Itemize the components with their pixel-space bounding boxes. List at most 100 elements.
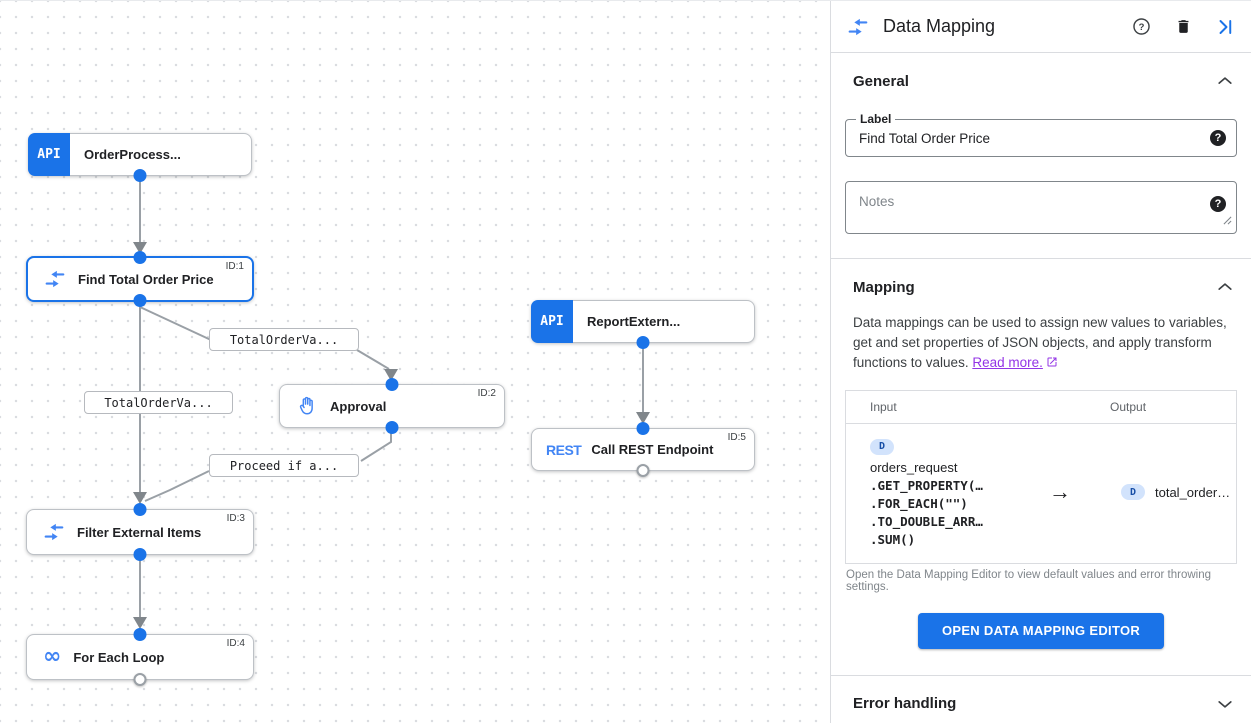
general-section-toggle[interactable]: General: [845, 53, 1237, 105]
open-data-mapping-editor-button[interactable]: OPEN DATA MAPPING EDITOR: [917, 612, 1165, 649]
transform-function: .TO_DOUBLE_ARR…: [870, 513, 983, 529]
label-field-label: Label: [856, 112, 896, 126]
node-label: Filter External Items: [77, 524, 202, 540]
input-column-header: Input: [870, 400, 897, 414]
node-label: For Each Loop: [73, 649, 165, 665]
approval-hand-icon: [296, 395, 318, 417]
section-general: General Label ? ?: [831, 53, 1251, 258]
node-approval[interactable]: Approval ID:2: [279, 378, 505, 434]
arrowhead-icon: [133, 617, 147, 629]
edge-line: [139, 306, 212, 341]
connection-dot[interactable]: [636, 336, 650, 349]
output-variable-name: total_order…: [1155, 484, 1231, 500]
section-title: Error handling: [853, 695, 957, 712]
node-id-label: ID:5: [727, 432, 746, 443]
notes-field-wrapper: ?: [845, 181, 1237, 234]
node-label: Approval: [330, 398, 387, 414]
node-order-process[interactable]: API OrderProcess...: [28, 133, 252, 182]
help-icon[interactable]: ?: [1131, 17, 1151, 37]
connection-dot[interactable]: [133, 548, 147, 561]
output-column-header: Output: [1110, 400, 1147, 414]
help-filled-icon[interactable]: ?: [1210, 130, 1226, 146]
connection-dot[interactable]: [133, 294, 147, 307]
flow-edges: [133, 178, 650, 629]
divider: [831, 674, 1251, 676]
node-find-total-order-price[interactable]: Find Total Order Price ID:1: [26, 251, 254, 307]
loop-infinity-icon: ∞: [43, 644, 62, 669]
section-title: Mapping: [853, 278, 915, 296]
data-mapping-icon: [847, 16, 869, 38]
connection-dot[interactable]: [385, 421, 399, 434]
arrowhead-icon: [384, 369, 398, 381]
chevron-up-icon: [1215, 71, 1235, 91]
mapping-table-caption: Open the Data Mapping Editor to view def…: [846, 568, 1212, 593]
external-link-icon: [1046, 354, 1058, 374]
node-label: ReportExtern...: [587, 314, 681, 329]
help-filled-icon[interactable]: ?: [1210, 196, 1226, 212]
connection-dot[interactable]: [133, 503, 147, 516]
mapping-table-header: Input Output: [846, 391, 1236, 424]
node-id-label: ID:3: [226, 513, 245, 524]
data-mapping-icon: [43, 521, 65, 543]
connection-dot[interactable]: [636, 422, 650, 435]
connection-dot[interactable]: [133, 169, 147, 182]
config-panel: Data Mapping ? General: [831, 1, 1251, 723]
input-variable-name: orders_request: [870, 459, 958, 475]
node-filter-external-items[interactable]: Filter External Items ID:3: [26, 503, 254, 561]
divider: [831, 258, 1251, 259]
node-id-label: ID:1: [225, 261, 244, 272]
node-report-extern[interactable]: API ReportExtern...: [531, 300, 755, 349]
arrowhead-icon: [636, 412, 650, 424]
datatype-badge: D: [1121, 484, 1145, 501]
node-id-label: ID:2: [477, 388, 496, 399]
section-title: General: [853, 72, 909, 90]
node-id-label: ID:4: [226, 638, 245, 649]
node-label: Call REST Endpoint: [591, 442, 714, 457]
label-field-wrapper: Label ?: [845, 112, 1237, 157]
connection-dot[interactable]: [385, 378, 399, 391]
node-call-rest-endpoint[interactable]: REST Call REST Endpoint ID:5: [531, 422, 755, 477]
edge-label-total-order-2[interactable]: TotalOrderVa...: [84, 391, 233, 414]
read-more-link[interactable]: Read more.: [972, 355, 1043, 370]
edge-label-total-order-1[interactable]: TotalOrderVa...: [209, 328, 359, 351]
flow-canvas[interactable]: API OrderProcess... Find Total Order Pri…: [0, 1, 831, 723]
datatype-badge: D: [870, 438, 894, 455]
connection-dot[interactable]: [636, 464, 650, 477]
node-for-each-loop[interactable]: ∞ For Each Loop ID:4: [26, 628, 254, 686]
edge-line: [356, 349, 390, 370]
edge-line: [360, 430, 392, 462]
edge-line: [144, 470, 210, 502]
connection-dot[interactable]: [133, 673, 147, 686]
delete-icon[interactable]: [1173, 17, 1193, 37]
resize-handle-icon[interactable]: [1223, 212, 1232, 230]
edge-label-proceed-if[interactable]: Proceed if a...: [209, 454, 359, 477]
connection-dot[interactable]: [133, 628, 147, 641]
chevron-down-icon: [1215, 694, 1235, 714]
mapping-row[interactable]: D orders_request .GET_PROPERTY(… .FOR_EA…: [846, 424, 1236, 563]
section-mapping: Mapping Data mappings can be used to ass…: [831, 259, 1251, 675]
mapping-description: Data mappings can be used to assign new …: [845, 311, 1237, 374]
node-label: Find Total Order Price: [78, 271, 214, 287]
transform-function: .GET_PROPERTY(…: [870, 477, 983, 493]
api-badge: API: [531, 300, 573, 343]
chevron-up-icon: [1215, 277, 1235, 297]
error-handling-section-toggle[interactable]: Error handling: [845, 676, 1237, 723]
svg-text:?: ?: [1138, 22, 1144, 33]
mapping-table: Input Output D orders_request .GET_PROPE…: [845, 390, 1237, 564]
rest-badge: REST: [546, 441, 582, 458]
arrowhead-icon: [133, 242, 147, 254]
panel-title: Data Mapping: [883, 16, 996, 36]
data-mapping-icon: [44, 268, 66, 290]
label-input[interactable]: [846, 120, 1236, 156]
mapping-output-cell: D total_order…: [1099, 484, 1236, 501]
notes-input[interactable]: [846, 182, 1236, 228]
collapse-panel-icon[interactable]: [1215, 17, 1235, 37]
mapping-section-toggle[interactable]: Mapping: [845, 259, 1237, 311]
api-badge: API: [28, 133, 70, 176]
mapping-description-text: Data mappings can be used to assign new …: [853, 315, 1227, 370]
connection-dot[interactable]: [133, 251, 147, 264]
transform-function: .FOR_EACH(""): [870, 495, 968, 511]
node-label: OrderProcess...: [84, 147, 181, 162]
panel-header: Data Mapping ?: [831, 1, 1251, 53]
